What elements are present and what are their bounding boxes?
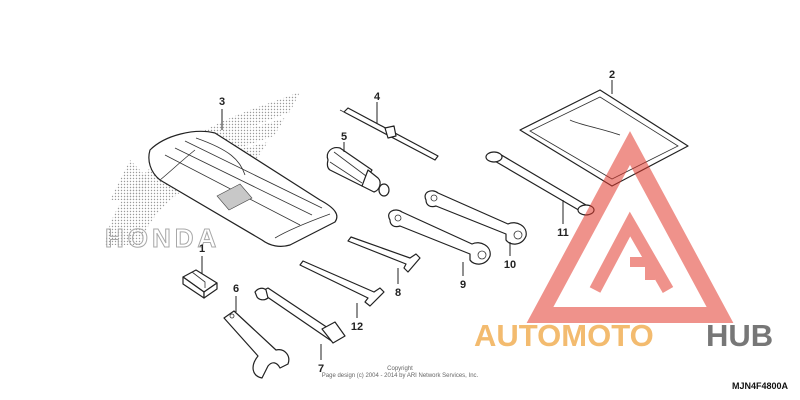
hex-wrench-small [347, 236, 421, 273]
clip-part [182, 269, 218, 299]
watermark-text-hub: HUB [706, 318, 773, 353]
screwdriver-handle [326, 147, 390, 197]
owner-manual-sheet [519, 89, 689, 187]
copyright-line-2: Page design (c) 2004 - 2014 by ARI Netwo… [321, 373, 479, 379]
copyright-notice: Copyright Page design (c) 2004 - 2014 by… [300, 366, 500, 380]
callout-7: 7 [318, 363, 324, 375]
callout-10: 10 [504, 259, 516, 271]
pin-spanner-wrench [223, 310, 290, 379]
callout-6: 6 [233, 283, 239, 295]
hex-wrench-large [299, 260, 385, 307]
callout-5: 5 [341, 131, 347, 143]
watermark-text-main: AUTOMOTO [474, 318, 654, 353]
callout-8: 8 [395, 287, 401, 299]
callout-1: 1 [199, 243, 205, 255]
watermark-logo [526, 131, 734, 323]
callout-11: 11 [557, 227, 569, 239]
screwdriver-bit [339, 107, 439, 161]
callout-4: 4 [374, 91, 381, 103]
open-end-wrench-9 [388, 209, 491, 265]
tool-bag [148, 130, 338, 247]
spark-plug-wrench-handle [485, 151, 595, 216]
callout-12: 12 [351, 321, 363, 333]
callout-9: 9 [460, 279, 466, 291]
callout-3: 3 [219, 96, 225, 108]
diagram-code: MJN4F4800A [731, 381, 788, 391]
open-end-wrench-10 [424, 190, 527, 245]
honda-logo-text: HONDA [105, 223, 220, 253]
callout-2: 2 [609, 69, 615, 81]
extension-bar [254, 287, 346, 344]
copyright-line-1: Copyright [387, 366, 413, 372]
